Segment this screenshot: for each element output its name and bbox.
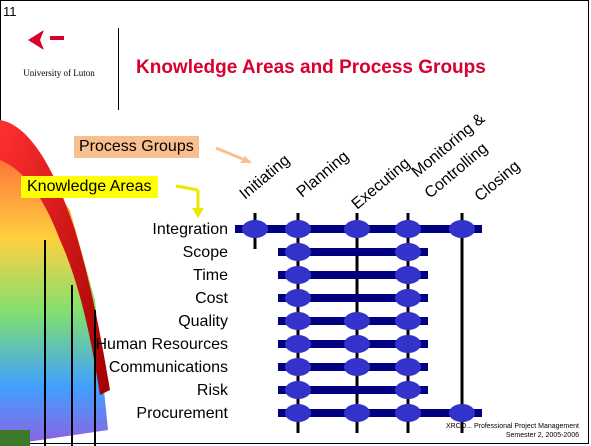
node-quality-executing — [344, 312, 370, 330]
ka-human-resources: Human Resources — [95, 336, 229, 353]
node-risk-planning — [285, 381, 311, 399]
knowledge-area-list: Integration Scope Time Cost Quality Huma… — [0, 218, 229, 425]
ka-bar-cost — [278, 294, 428, 302]
process-groups-label: Process Groups — [74, 136, 199, 158]
ka-bar-procurement — [278, 409, 482, 417]
node-communications-executing — [344, 358, 370, 376]
node-quality-planning — [285, 312, 311, 330]
node-procurement-monitoring-controlling — [395, 404, 421, 422]
node-risk-monitoring-controlling — [395, 381, 421, 399]
ka-procurement: Procurement — [136, 405, 228, 422]
knowledge-areas-arrow — [192, 208, 204, 218]
ka-time: Time — [193, 267, 228, 284]
header-divider — [118, 28, 119, 110]
slide-title: Knowledge Areas and Process Groups — [136, 57, 486, 78]
node-integration-closing — [449, 220, 475, 238]
ka-bar-time — [278, 271, 428, 279]
node-communications-planning — [285, 358, 311, 376]
node-scope-planning — [285, 243, 311, 261]
node-human-resources-executing — [344, 335, 370, 353]
node-time-monitoring-controlling — [395, 266, 421, 284]
node-communications-monitoring-controlling — [395, 358, 421, 376]
node-cost-monitoring-controlling — [395, 289, 421, 307]
node-integration-executing — [344, 220, 370, 238]
node-integration-monitoring-controlling — [395, 220, 421, 238]
decorative-graphic — [0, 120, 110, 446]
knowledge-areas-arrow-line — [175, 184, 199, 192]
node-quality-monitoring-controlling — [395, 312, 421, 330]
node-integration-planning — [285, 220, 311, 238]
slide-number: 11 — [3, 4, 17, 19]
node-human-resources-monitoring-controlling — [395, 335, 421, 353]
footer-line2: Semester 2, 2005-2006 — [505, 432, 579, 439]
ka-bar-risk — [278, 386, 428, 394]
university-name: University of Luton — [23, 68, 95, 78]
ka-cost: Cost — [195, 290, 228, 307]
ka-scope: Scope — [182, 244, 228, 261]
footer-line1: XRCO... Professional Project Management — [445, 423, 579, 430]
node-human-resources-planning — [285, 335, 311, 353]
ka-risk: Risk — [196, 382, 228, 399]
ka-integration: Integration — [152, 221, 228, 238]
node-integration-initiating — [242, 220, 268, 238]
ka-communications: Communications — [108, 359, 228, 376]
university-logo-icon — [28, 30, 64, 50]
ka-bar-scope — [278, 248, 428, 256]
node-procurement-closing — [449, 404, 475, 422]
node-procurement-planning — [285, 404, 311, 422]
ka-quality: Quality — [178, 313, 228, 330]
node-cost-planning — [285, 289, 311, 307]
knowledge-areas-label: Knowledge Areas — [21, 176, 158, 198]
node-procurement-executing — [344, 404, 370, 422]
node-time-planning — [285, 266, 311, 284]
node-scope-monitoring-controlling — [395, 243, 421, 261]
footer: XRCO... Professional Project Management … — [446, 422, 579, 440]
